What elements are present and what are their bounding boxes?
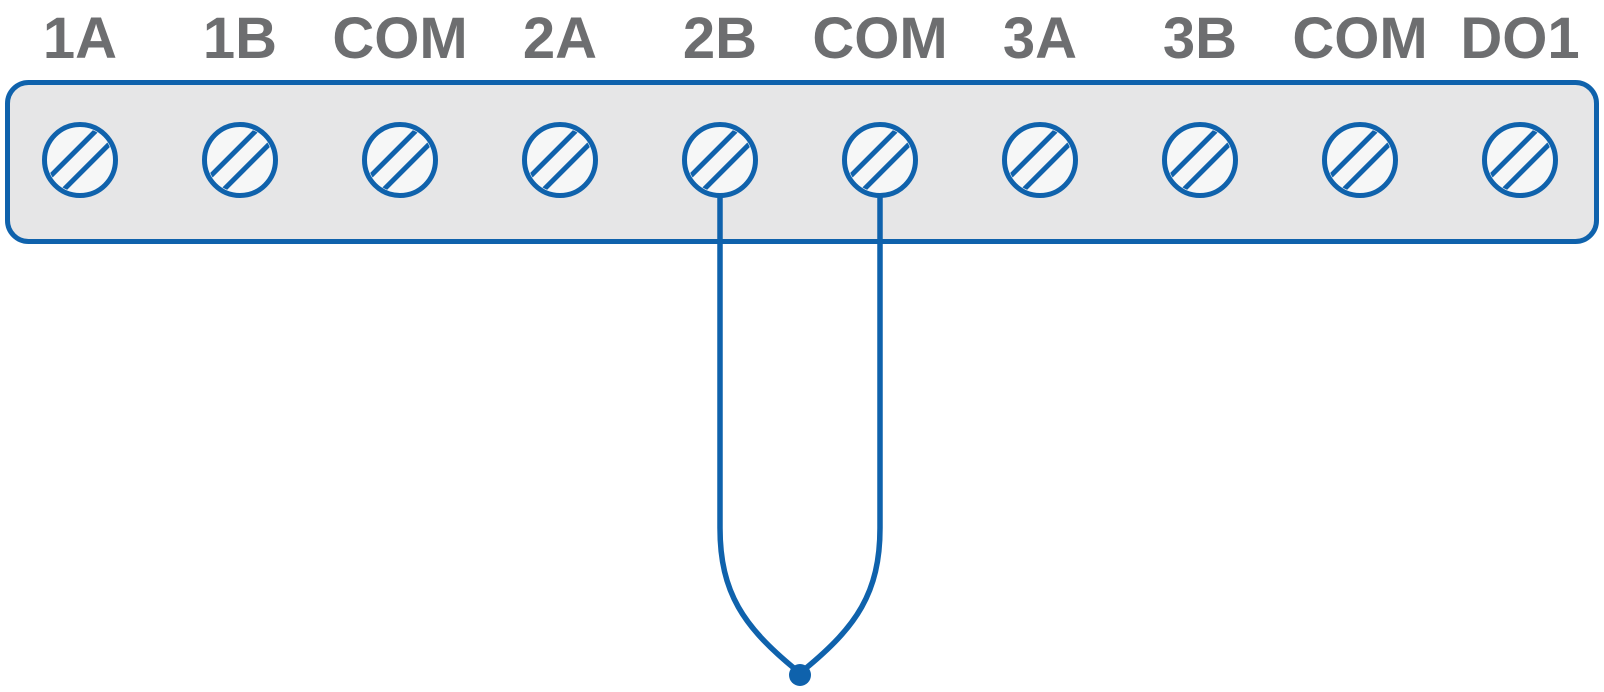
terminal-label-3b: 3B — [1162, 6, 1238, 71]
terminal-label-1a: 1A — [42, 6, 118, 71]
sensor-wires — [717, 194, 883, 672]
terminal-label-2b: 2B — [682, 6, 758, 71]
terminal-label-2a: 2A — [522, 6, 598, 71]
terminal-label-com-1: COM — [332, 6, 468, 71]
terminal-label-1b: 1B — [202, 6, 278, 71]
terminal-label-do1: DO1 — [1460, 6, 1580, 71]
wire-com — [802, 194, 883, 672]
terminal-labels-row: 1A 1B COM 2A 2B COM 3A 3B COM DO1 — [0, 0, 1604, 80]
wire-2b — [717, 194, 798, 672]
terminal-label-3a: 3A — [1002, 6, 1078, 71]
terminal-label-com-3: COM — [1292, 6, 1428, 71]
terminal-label-com-2: COM — [812, 6, 948, 71]
junction-dot — [789, 664, 811, 686]
